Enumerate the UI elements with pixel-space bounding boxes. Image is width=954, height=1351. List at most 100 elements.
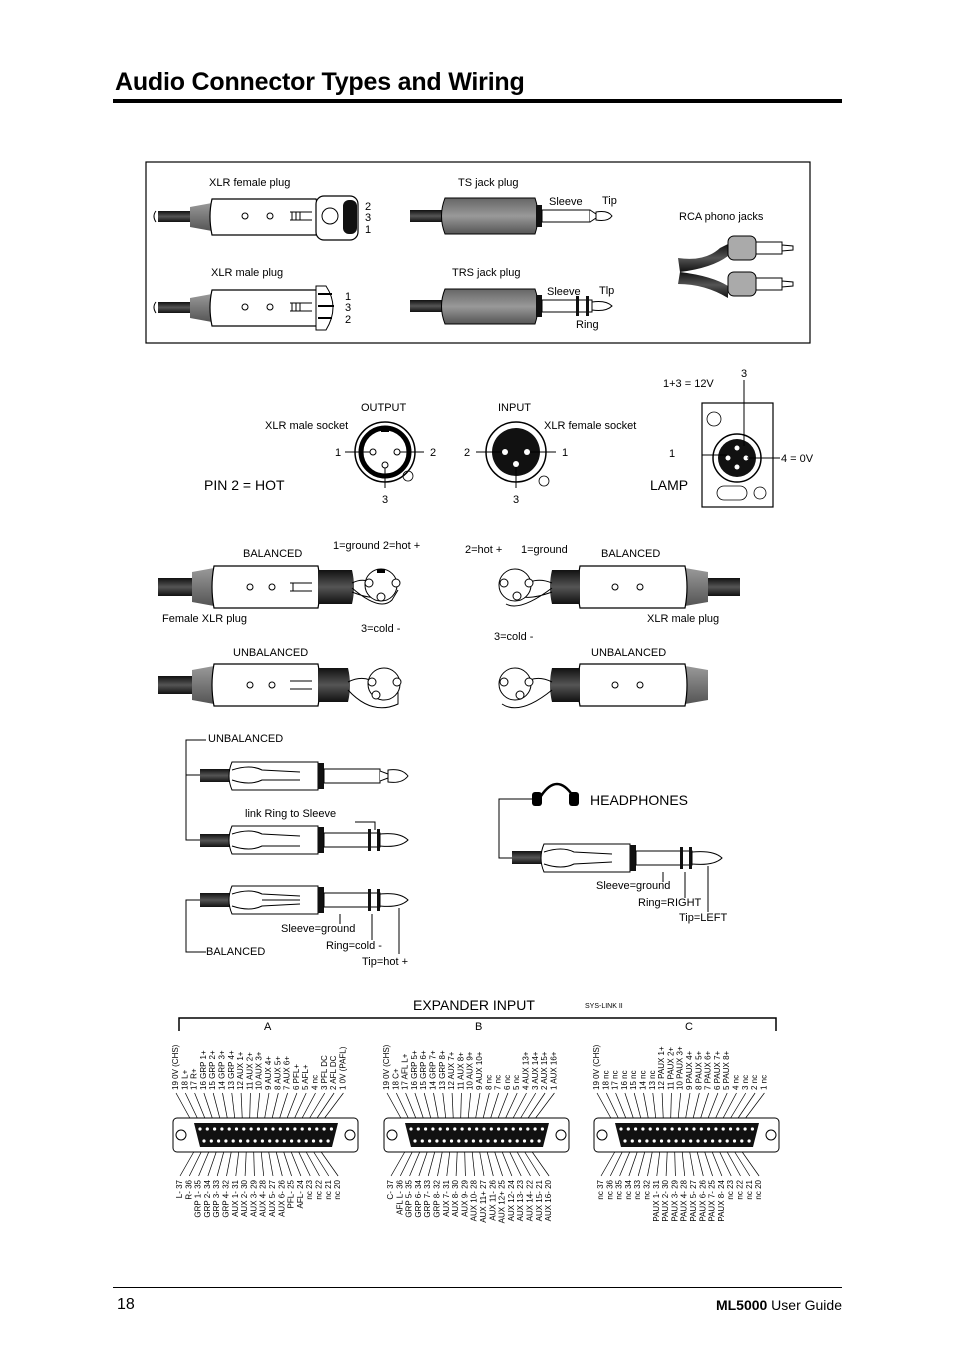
pin-lead [240,1092,243,1123]
dsub-pin [453,1127,457,1131]
dsub-pin [501,1139,505,1143]
expander-section-label: B [475,1021,482,1033]
dsub-pin [648,1127,652,1131]
expander-pin-label-bottom: C- 37 [386,1179,395,1199]
pin-lead [442,1092,447,1123]
expander-pin-label-bottom: GRP 2- 34 [203,1179,212,1217]
expander-pin-label-top: 19 0V (CHS) [382,1044,391,1090]
pin-lead [314,1092,335,1123]
pin-lead [514,1147,531,1177]
dsub-pin [645,1139,649,1143]
dsub-pin [253,1139,257,1143]
pin-lead [596,1092,614,1123]
balanced-left-label: BALANCED [243,548,302,560]
pin-lead [303,1147,320,1177]
rca-jacks-label: RCA phono jacks [679,211,764,223]
expander-pin-label-top: 8 PAUX 5+ [694,1050,703,1090]
pin-lead [529,1147,550,1177]
pin-lead [643,1092,650,1123]
expander-pin-label-bottom: AUX 1- 31 [231,1179,240,1216]
dsub-pin [242,1127,246,1131]
pin-lead [427,1147,437,1177]
expander-pin-label-bottom: PAUX 4- 28 [680,1179,689,1221]
dsub-pin [725,1139,729,1143]
pin-lead [321,1092,344,1123]
expander-pin-label-bottom: nc 36 [605,1179,614,1199]
pin-lead [203,1092,214,1123]
pin-lead [600,1147,618,1177]
dsub-pin [497,1127,501,1131]
expander-pin-label-bottom: nc 22 [315,1179,324,1199]
balanced-female-xlr-drawing [158,565,401,609]
dsub-pin [234,1127,239,1131]
xlr-male-pin: 3 [345,302,351,314]
hot-right-label: 2=hot + [465,544,502,556]
title-rule [113,99,842,103]
expander-pin-label-bottom: PFL- 25 [287,1179,296,1208]
dsub-pin [220,1127,224,1131]
dsub-pin [311,1139,316,1143]
dsub-pin [670,1127,674,1131]
pin-lead [285,1092,298,1123]
dsub-pin [750,1127,755,1131]
expander-pin-label-bottom: GRP 7- 33 [423,1179,432,1217]
expander-pin-label-top: 14 GRP 3+ [218,1050,227,1090]
pin-lead [471,1147,476,1177]
pin-lead [278,1092,288,1123]
expander-pin-label-bottom: AUX 7- 31 [442,1179,451,1216]
dsub-pin [326,1139,330,1143]
expander-pin-label-bottom: nc 33 [633,1179,642,1199]
unbalanced-jack-label: UNBALANCED [208,733,283,745]
expander-pin-label-top: 17 AFL L+ [401,1053,410,1090]
pin-lead [455,1147,458,1177]
expander-pin-label-bottom: AUX 4- 28 [259,1179,268,1216]
expander-pin-label-top: 3 nc [741,1075,750,1090]
dsub-pin [304,1139,308,1143]
pin-lead [179,1147,197,1177]
dsub-pin [540,1127,545,1131]
unbalanced-jack-drawing [200,761,409,791]
pin-lead [474,1092,481,1123]
pin-lead [681,1147,686,1177]
pin-lead [624,1092,635,1123]
dsub-pin [282,1139,286,1143]
expander-pin-label-top: 18 nc [601,1070,610,1090]
dsub-pin [623,1139,627,1143]
expander-pin-label-top: 9 AUX 4+ [264,1056,273,1090]
expander-pin-label-top: 1 0V (PAFL) [338,1046,347,1090]
xlr-male-plug-label: XLR male plug [211,267,283,279]
pin-lead [739,1147,760,1177]
pin-lead [724,1147,741,1177]
expander-pin-label-top: 10 AUX 9+ [466,1051,475,1090]
dsub-pin [740,1139,744,1143]
pin-lead [414,1092,425,1123]
pin-lead [665,1147,668,1177]
xlr-female-plug-drawing [153,195,359,241]
footer-rule [113,1287,842,1288]
dsub-pin [424,1127,428,1131]
dsub-pin [518,1127,523,1131]
ts-tip-label: Tip [602,195,617,207]
dsub-pin [467,1127,471,1131]
dsub-pin [409,1127,413,1131]
expander-pin-label-top: 9 AUX 10+ [475,1051,484,1090]
dsub-pin [268,1139,272,1143]
ground-hot-left-label: 1=ground 2=hot + [333,540,420,552]
expander-pin-label-bottom: AUX 11+ 27 [479,1179,488,1222]
dsub-pin [493,1139,497,1143]
expander-pin-label-top: 6 PAUX 7+ [713,1050,722,1090]
expander-pin-label-bottom: GRP 5- 35 [405,1179,414,1217]
expander-pin-label-bottom: AUX 6- 26 [277,1179,286,1216]
expander-pin-label-bottom: nc 20 [333,1179,342,1199]
expander-pin-label-bottom: nc 34 [624,1179,633,1199]
pin-lead [423,1092,433,1123]
expander-pin-label-top: 16 nc [620,1070,629,1090]
dsub-pin [707,1127,711,1131]
dsub-pin [416,1127,420,1131]
socket-pin: 3 [382,494,388,506]
dsub-pin [638,1139,642,1143]
pin-lead [235,1147,240,1177]
unbalanced-male-xlr-drawing [498,663,708,709]
pin-lead [395,1092,411,1123]
expander-pin-label-bottom: PAUX 2- 30 [661,1179,670,1221]
